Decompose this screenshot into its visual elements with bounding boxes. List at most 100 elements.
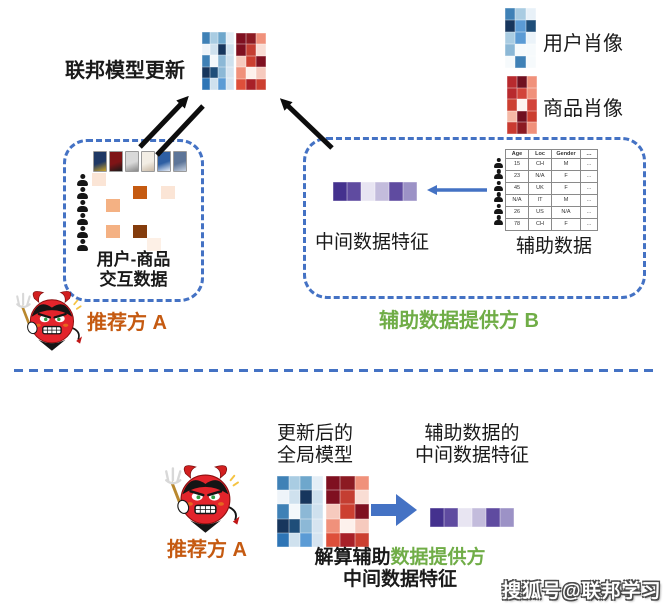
heatmap-cell (389, 182, 403, 201)
user-icon (494, 192, 503, 203)
heatmap-cell (105, 199, 120, 212)
heatmap-cell (354, 476, 369, 491)
heatmap-cell (246, 44, 256, 56)
heatmap-cell (202, 66, 210, 79)
heatmap-cell (288, 532, 300, 547)
section-divider (14, 369, 656, 372)
party-a-name: 推荐方 A (87, 312, 167, 334)
heatmap-cell (525, 32, 536, 44)
heatmap-cell (120, 186, 134, 199)
heatmap-cell (120, 173, 134, 186)
heatmap-cell (326, 518, 341, 533)
heatmap-cell (161, 173, 175, 186)
heatmap-cell (505, 20, 516, 32)
heatmap-cell (525, 56, 536, 68)
heatmap-cell (300, 518, 312, 533)
heatmap-cell (300, 532, 312, 547)
aux-table-header: Loc (528, 149, 552, 159)
updated-global-model-label: 更新后的 全局模型 (276, 423, 353, 467)
watermark: 搜狐号@联邦学习 (502, 581, 662, 602)
user-portrait-matrix (505, 8, 536, 68)
heatmap-cell (527, 110, 537, 123)
heatmap-cell (218, 43, 226, 56)
heatmap-cell (120, 225, 134, 238)
heatmap-cell (403, 182, 417, 201)
heatmap-cell (246, 33, 256, 45)
heatmap-cell (226, 66, 234, 79)
heatmap-cell (218, 32, 226, 44)
user-icon (77, 200, 88, 212)
heatmap-cell (507, 87, 517, 100)
heatmap-cell (472, 508, 486, 527)
heatmap-cell (147, 238, 162, 251)
updated-model-user-matrix (277, 476, 323, 547)
heatmap-cell (133, 199, 147, 212)
user-icon (77, 174, 88, 186)
heatmap-cell (236, 33, 246, 45)
heatmap-cell (517, 76, 527, 88)
heatmap-cell (507, 122, 517, 134)
global-model-user-matrix (202, 32, 234, 90)
heatmap-cell (505, 8, 516, 20)
heatmap-cell (326, 504, 341, 519)
heatmap-cell (375, 182, 389, 201)
user-icon (494, 169, 503, 180)
heatmap-cell (218, 55, 226, 67)
heatmap-cell (161, 186, 175, 199)
heatmap-cell (517, 122, 527, 134)
heatmap-cell (218, 66, 226, 79)
heatmap-cell (236, 55, 246, 68)
heatmap-cell (354, 518, 369, 533)
caption-green: 数据提供方 (390, 547, 486, 568)
heatmap-cell (311, 490, 323, 505)
book-cover-icon (109, 151, 123, 172)
heatmap-cell (226, 78, 234, 90)
heatmap-cell (246, 55, 256, 68)
derived-feature-strip (430, 508, 514, 527)
heatmap-cell (288, 518, 300, 533)
aux-table-header: Age (505, 149, 529, 159)
heatmap-cell (106, 212, 120, 225)
auxiliary-data-label: 辅助数据 (515, 236, 592, 257)
user-icon (494, 158, 503, 168)
heatmap-cell (210, 66, 218, 79)
heatmap-cell (256, 67, 266, 79)
heatmap-cell (300, 504, 312, 519)
item-portrait-label: 商品肖像 (543, 98, 623, 120)
heatmap-cell (161, 199, 175, 212)
heatmap-cell (300, 490, 312, 505)
heatmap-cell (515, 56, 526, 68)
heatmap-cell (226, 32, 234, 44)
aux-table-header: … (580, 149, 598, 159)
book-cover-icon (173, 151, 187, 172)
user-portrait-label: 用户肖像 (543, 33, 623, 55)
heatmap-cell (347, 182, 361, 201)
heatmap-cell (246, 67, 256, 79)
heatmap-cell (210, 78, 218, 90)
heatmap-cell (120, 199, 134, 212)
book-cover-icon (93, 151, 107, 172)
intermediate-feature-strip (333, 182, 417, 201)
book-cover-icon (157, 151, 171, 172)
heatmap-cell (517, 99, 527, 111)
heatmap-cell (354, 532, 369, 547)
user-icon (494, 215, 503, 226)
heatmap-cell (161, 225, 175, 238)
heatmap-cell (120, 212, 134, 225)
heatmap-cell (147, 212, 161, 225)
heatmap-cell (527, 87, 537, 100)
heatmap-cell (256, 55, 266, 68)
heatmap-cell (277, 490, 289, 505)
heatmap-cell (326, 490, 341, 505)
heatmap-cell (277, 504, 289, 519)
heatmap-cell (161, 212, 175, 225)
heatmap-cell (507, 99, 517, 111)
heatmap-cell (256, 44, 266, 56)
